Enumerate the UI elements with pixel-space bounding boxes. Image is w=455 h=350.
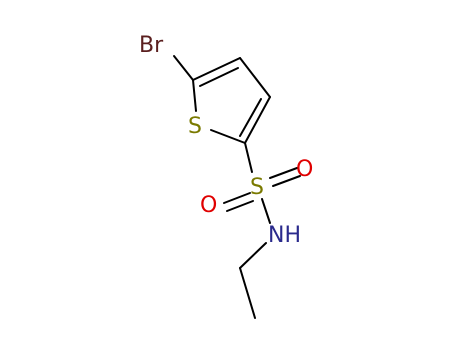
bond-s-o-left-b xyxy=(226,200,254,212)
bond-ch2-ch3 xyxy=(239,267,256,319)
sulfonyl-sulfur-atom-label: S xyxy=(250,175,264,200)
amine-atom-label: NH xyxy=(268,223,301,248)
bond-n-ch2 xyxy=(239,242,267,269)
oxygen-right-atom-label: O xyxy=(296,157,313,182)
bond-s-o-left-a xyxy=(223,192,251,204)
bond-s-o-right-a xyxy=(269,167,298,179)
bromine-atom-label: Br xyxy=(139,33,164,58)
bond-s-o-right-b xyxy=(272,175,301,187)
bond-s1-c5 xyxy=(192,79,197,112)
ring-sulfur-atom-label: S xyxy=(188,114,202,139)
bond-c4-c3 xyxy=(239,57,271,98)
bond-c5-br xyxy=(173,55,194,81)
bond-c5-c4-inner xyxy=(199,67,239,87)
bond-c2-s1 xyxy=(210,129,246,144)
thiophene-ring xyxy=(192,57,271,144)
bond-c5-c4 xyxy=(192,57,241,81)
oxygen-left-atom-label: O xyxy=(200,193,217,218)
bond-c2-sulfonyl xyxy=(244,142,253,173)
bond-c3-c2-inner xyxy=(239,98,262,137)
bond-s-n xyxy=(261,198,271,224)
bond-c3-c2 xyxy=(244,96,271,144)
